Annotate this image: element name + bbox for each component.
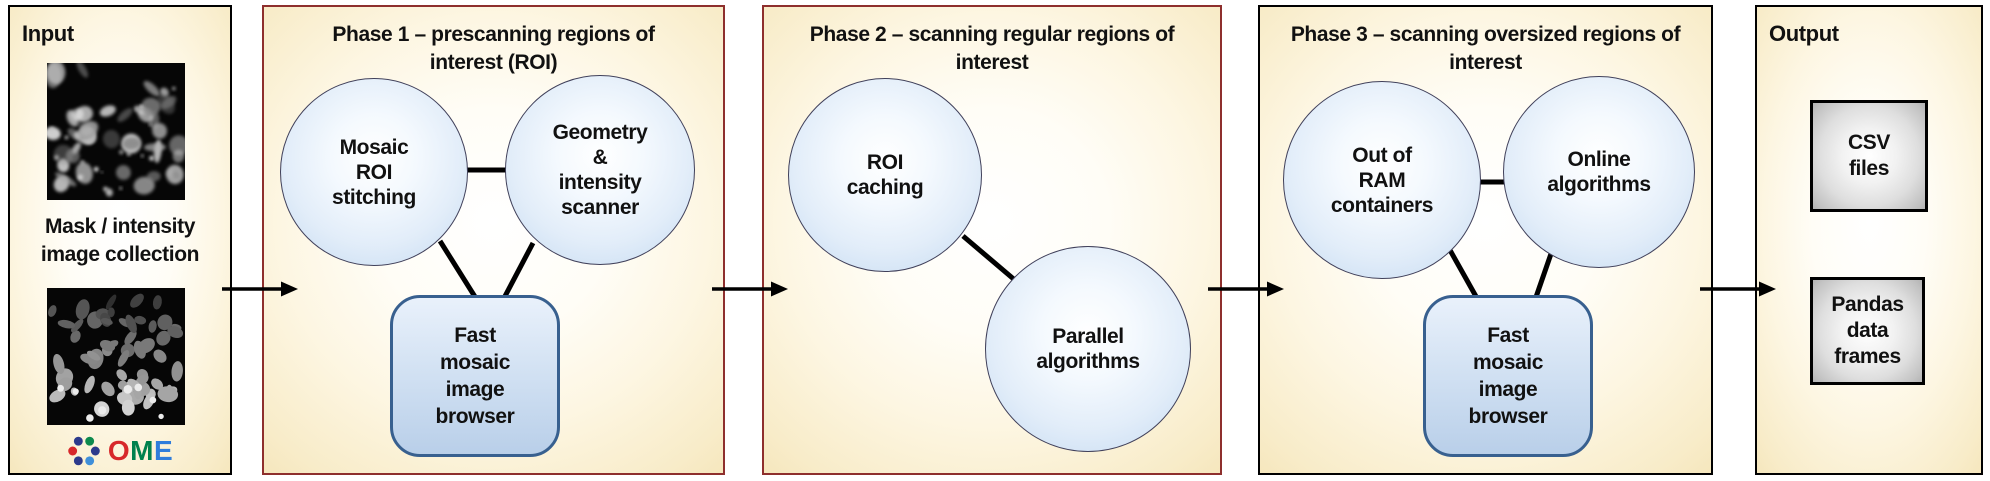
phase2-panel: Phase 2 – scanning regular regions of in… <box>762 5 1222 475</box>
node-fast-mosaic-image-browser: Fast mosaic image browser <box>1423 295 1593 457</box>
node-out-of-ram-containers: Out of RAM containers <box>1283 81 1481 279</box>
ome-letter-o: O <box>107 435 131 466</box>
ome-logo-dots-icon <box>68 436 100 466</box>
node-csv-files: CSV files <box>1810 100 1928 212</box>
node-pandas-data-frames: Pandas data frames <box>1810 277 1925 385</box>
ome-letter-m: M <box>130 435 154 466</box>
segmentation-mask-blobs-image <box>47 288 185 425</box>
node-roi-caching: ROI caching <box>788 78 982 272</box>
output-panel: Output CSV files Pandas data frames <box>1755 5 1983 475</box>
phase1-panel: Phase 1 – prescanning regions of interes… <box>262 5 725 475</box>
output-panel-title: Output <box>1769 21 1839 46</box>
ome-letter-e: E <box>153 435 174 466</box>
phase2-title: Phase 2 – scanning regular regions of in… <box>809 23 1175 74</box>
input-caption: Mask / intensity image collection <box>40 215 200 266</box>
input-panel: Input Mask / intensity image collection <box>8 5 232 475</box>
node-mosaic-roi-stitching: Mosaic ROI stitching <box>280 78 468 266</box>
node-online-algorithms: Online algorithms <box>1503 76 1695 268</box>
node-fast-mosaic-image-browser: Fast mosaic image browser <box>390 295 560 457</box>
phase3-title: Phase 3 – scanning oversized regions of … <box>1290 23 1681 74</box>
phase1-title: Phase 1 – prescanning regions of interes… <box>332 23 655 74</box>
input-panel-title: Input <box>22 21 74 46</box>
phase3-panel: Phase 3 – scanning oversized regions of … <box>1258 5 1713 475</box>
node-geometry-intensity-scanner: Geometry & intensity scanner <box>505 75 695 265</box>
node-parallel-algorithms: Parallel algorithms <box>985 246 1191 452</box>
fluorescence-microscopy-cells-image <box>47 63 185 200</box>
